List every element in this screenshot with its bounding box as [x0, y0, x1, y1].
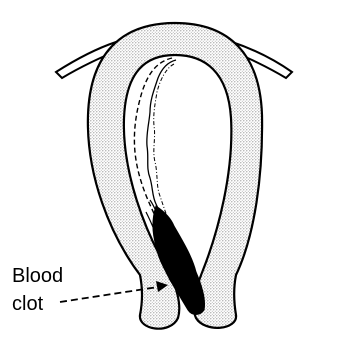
label-blood: Blood	[12, 265, 63, 287]
label-clot: clot	[12, 293, 44, 315]
ragged-lining-inner	[154, 64, 174, 224]
